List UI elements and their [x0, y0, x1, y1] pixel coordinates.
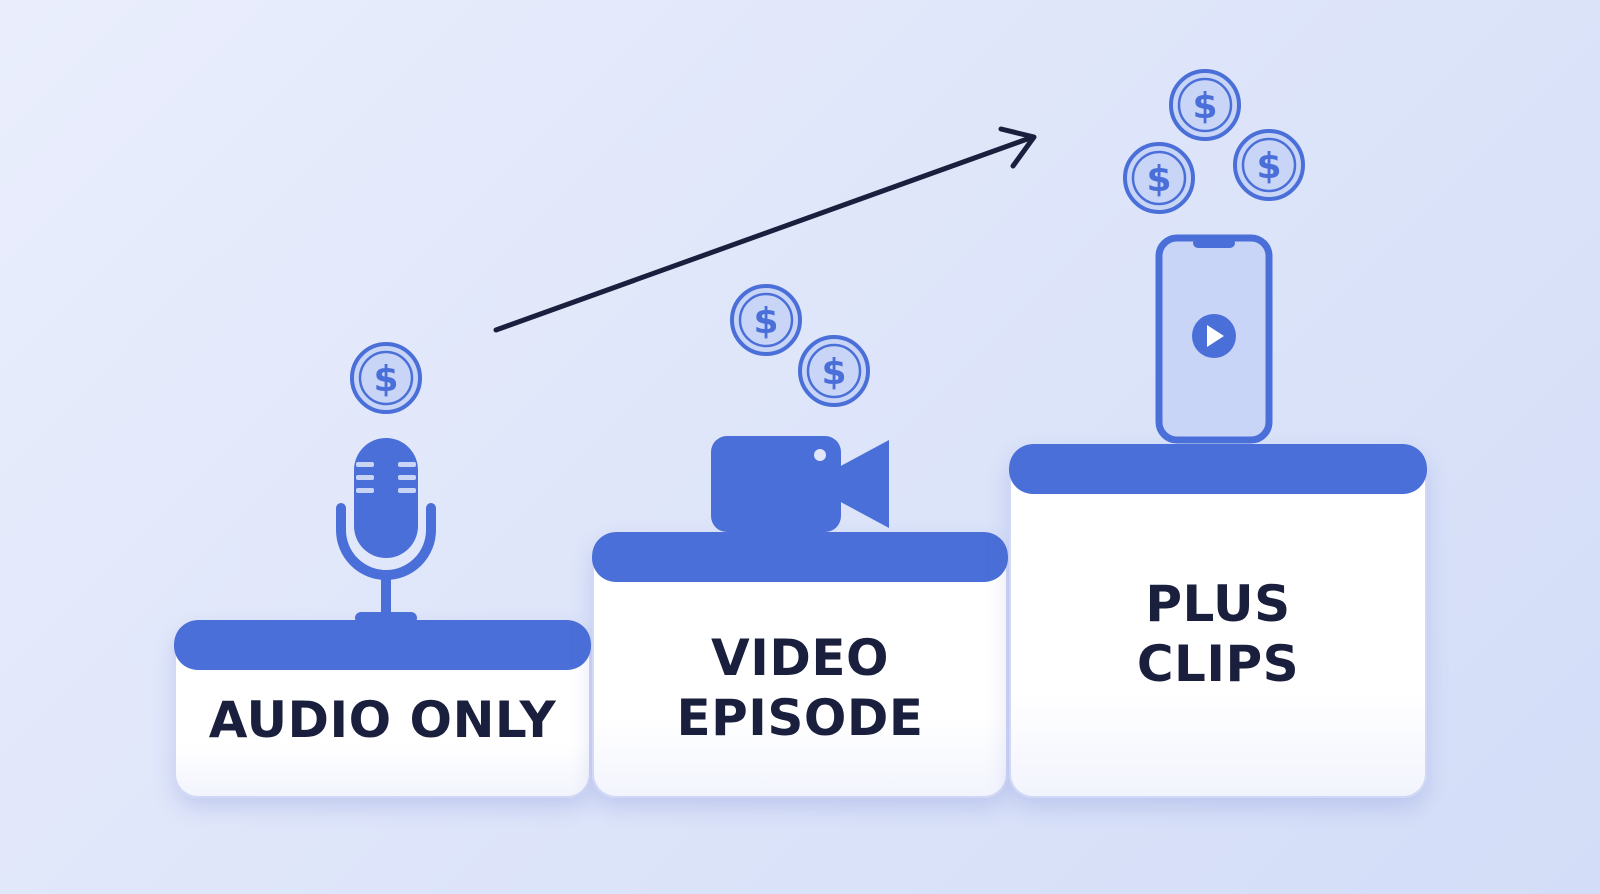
- step-band: [1009, 444, 1427, 494]
- growth-arrow-icon: [493, 126, 1037, 333]
- step-plus-clips: PLUS CLIPS: [1009, 444, 1427, 798]
- step-label-video-episode: VIDEO EPISODE: [676, 629, 924, 747]
- step-label-audio-only: AUDIO ONLY: [208, 691, 557, 749]
- coin-icon: $: [798, 335, 870, 407]
- coin-symbol: $: [821, 352, 846, 393]
- coin-symbol: $: [1146, 159, 1171, 200]
- coin-icon: $: [1169, 69, 1241, 141]
- coin-icon: $: [350, 342, 422, 414]
- video-camera-icon: [711, 436, 889, 532]
- step-band: [592, 532, 1008, 582]
- coin-symbol: $: [373, 359, 398, 400]
- coin-symbol: $: [1192, 86, 1217, 127]
- microphone-icon: [336, 438, 436, 624]
- coin-symbol: $: [1256, 146, 1281, 187]
- coin-icon: $: [1233, 129, 1305, 201]
- coin-symbol: $: [753, 301, 778, 342]
- smartphone-play-icon: [1155, 234, 1273, 444]
- coins-group: $ $ $ $ $ $: [350, 69, 1305, 414]
- step-label-plus-clips: PLUS CLIPS: [1136, 575, 1300, 693]
- coin-icon: $: [1123, 142, 1195, 214]
- coin-icon: $: [730, 284, 802, 356]
- step-audio-only: AUDIO ONLY: [174, 620, 591, 798]
- step-video-episode: VIDEO EPISODE: [592, 532, 1008, 798]
- step-band: [174, 620, 591, 670]
